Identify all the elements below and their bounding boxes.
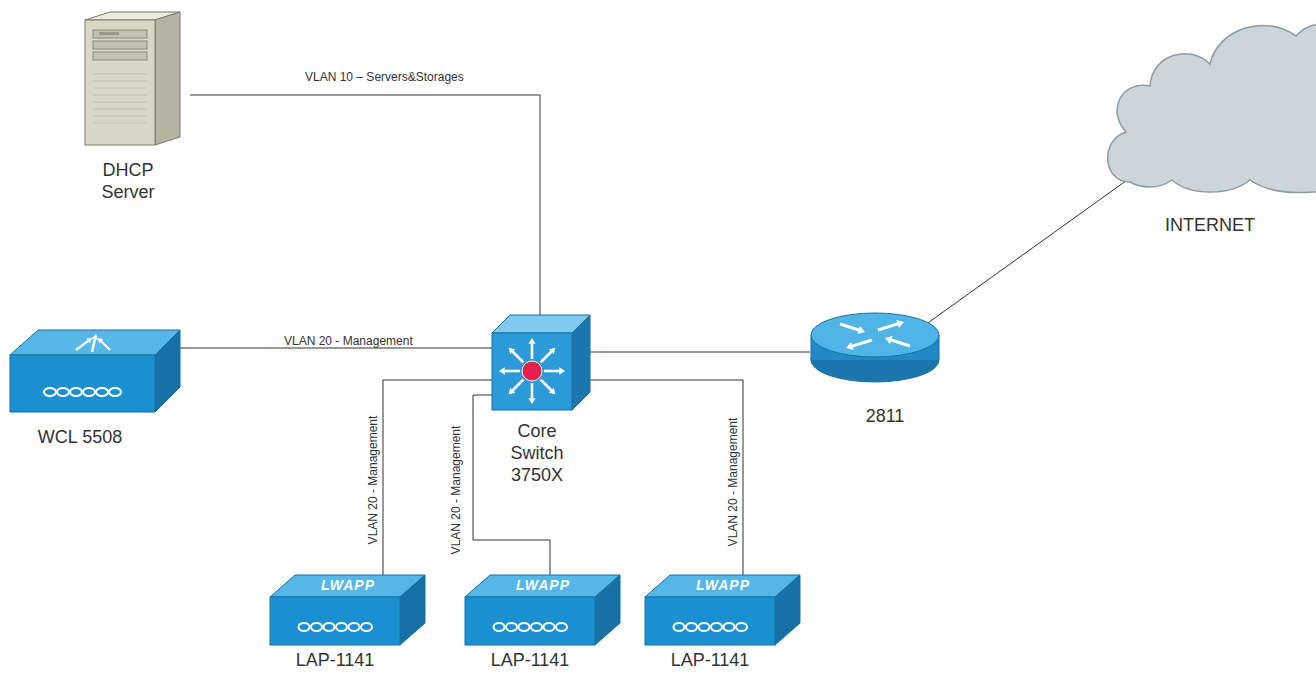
internet-cloud: INTERNET — [1100, 10, 1316, 236]
network-link — [590, 352, 810, 353]
device-illustration — [1100, 10, 1316, 190]
device-illustration — [10, 330, 180, 412]
device-icon — [810, 310, 940, 385]
device-icon — [85, 12, 190, 145]
vlan-label: VLAN 20 - Management — [284, 334, 413, 348]
vlan-label: VLAN 20 - Management — [449, 426, 463, 555]
device-icon — [10, 330, 180, 412]
access-point: LWAPP LAP-1141 — [645, 575, 800, 671]
network-link — [925, 178, 1130, 325]
vlan-label: VLAN 20 - Management — [366, 416, 380, 545]
device-icon — [1100, 10, 1316, 190]
device-badge: LWAPP — [487, 577, 599, 593]
network-link — [190, 95, 540, 315]
network-link — [383, 380, 492, 575]
device-label: LAP-1141 — [645, 649, 775, 671]
device-label: 2811 — [820, 405, 950, 427]
device-label: INTERNET — [1140, 214, 1280, 236]
device-badge: LWAPP — [667, 577, 779, 593]
device-label: LAP-1141 — [270, 649, 400, 671]
dhcp-server: DHCP Server — [85, 12, 190, 203]
router: 2811 — [810, 310, 940, 427]
device-label: Core Switch 3750X — [492, 420, 582, 486]
device-icon — [492, 315, 590, 410]
vlan-label: VLAN 10 – Servers&Storages — [305, 70, 464, 84]
access-point: LWAPP LAP-1141 — [465, 575, 620, 671]
core-switch: Core Switch 3750X — [492, 315, 590, 486]
wireless-controller: WCL 5508 — [10, 330, 180, 448]
network-link — [590, 380, 743, 575]
device-label: LAP-1141 — [465, 649, 595, 671]
device-illustration — [492, 315, 590, 410]
vlan-label: VLAN 20 - Management — [726, 418, 740, 547]
access-point: LWAPP LAP-1141 — [270, 575, 425, 671]
device-badge: LWAPP — [292, 577, 404, 593]
device-label: WCL 5508 — [10, 426, 150, 448]
device-illustration — [810, 310, 940, 385]
device-illustration — [85, 12, 180, 145]
device-label: DHCP Server — [93, 159, 163, 203]
